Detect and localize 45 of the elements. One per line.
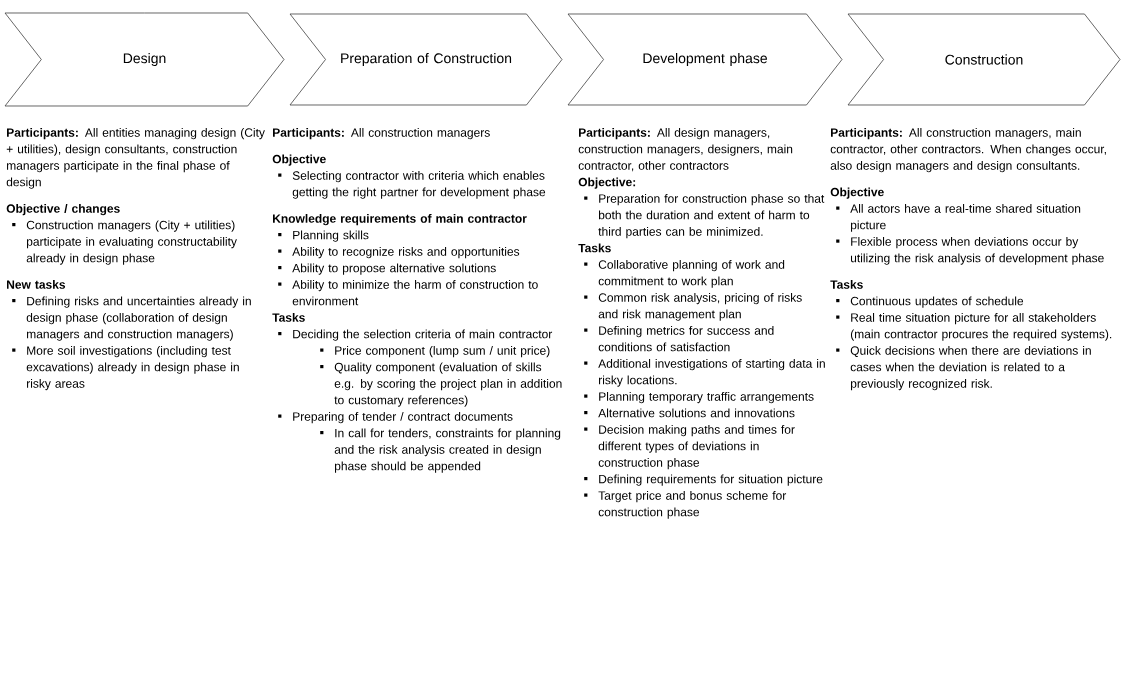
bullet-item: Alternative solutions and innovations	[584, 408, 795, 418]
bullet-item: Flexible process when deviations occur by utilizing the risk analysis of development phase	[836, 237, 1104, 265]
sub-bullet-item: In call for tenders, constraints for planning and the risk analysis created in design phase should be appended	[320, 428, 561, 473]
bullet-item: Construction managers (City + utilities) participate in evaluating constructability already in design phase	[12, 220, 237, 265]
section-heading: Objective:	[578, 177, 636, 189]
section-heading: Objective / changes	[6, 204, 120, 216]
section-heading: Objective	[272, 154, 326, 166]
section-heading: Tasks	[830, 280, 863, 289]
bullet-item: Quick decisions when there are deviations in cases when the deviation is related to a previously recognized risk.	[836, 346, 1091, 391]
section-heading: New tasks	[7, 280, 66, 289]
bullet-item: Preparing of tender / contract documents	[278, 412, 513, 424]
bullet-item: Common risk analysis, pricing of risks and risk management plan	[584, 293, 802, 321]
bullet-item: Defining metrics for success and conditions of satisfaction	[584, 326, 774, 352]
bullet-item: Real time situation picture for all stakeholders (main contractor procures the required systems).	[836, 313, 1112, 341]
bullet-item: All actors have a real-time shared situation picture	[836, 204, 1081, 232]
phase-banner: Preparation of Construction	[289, 13, 563, 106]
section-heading: Knowledge requirements of main contractor	[273, 214, 527, 226]
phase-banner: Construction	[847, 13, 1121, 106]
participants-text: Participants: All entities managing design (City + utilities), design consultants, construction managers participate in the final phase of design	[6, 128, 265, 189]
participants-text: Participants: All design managers, construction managers, designers, main contractor, other contractors	[578, 128, 793, 172]
bullet-item: Collaborative planning of work and commitment to work plan	[584, 260, 785, 288]
bullet-item: Preparation for construction phase so that both the duration and extent of harm to third parties can be minimized.	[584, 194, 825, 239]
phase-banner: Development phase	[567, 13, 843, 106]
bullet-item: Ability to propose alternative solutions	[278, 263, 496, 275]
bullet-item: Defining risks and uncertainties already in design phase (collaboration of design managers and construction managers)	[12, 296, 251, 341]
bullet-item: Continuous updates of schedule	[836, 296, 1024, 308]
sub-bullet-item: Price component (lump sum / unit price)	[320, 346, 550, 358]
sub-bullet-item: Quality component (evaluation of skills e.g. by scoring the project plan in addition to customary references)	[320, 362, 562, 407]
phase-banner: Design	[4, 12, 285, 107]
bullet-item: Deciding the selection criteria of main contractor	[278, 329, 553, 341]
bullet-item: Defining requirements for situation picture	[584, 474, 823, 486]
bullet-item: Ability to minimize the harm of construction to environment	[278, 280, 538, 306]
bullet-item: More soil investigations (including test excavations) already in design phase in risky areas	[12, 346, 239, 391]
section-heading: Tasks	[578, 243, 611, 253]
bullet-item: Ability to recognize risks and opportunities	[278, 247, 520, 259]
section-heading: Objective	[830, 187, 884, 199]
section-heading: Tasks	[272, 313, 305, 322]
bullet-item: Additional investigations of starting data in risky locations.	[584, 359, 825, 387]
bullet-item: Decision making paths and times for different types of deviations in construction phase	[584, 425, 795, 470]
bullet-item: Selecting contractor with criteria which enables getting the right partner for development phase	[278, 171, 546, 199]
bullet-item: Target price and bonus scheme for construction phase	[584, 491, 787, 519]
bullet-item: Planning skills	[278, 230, 369, 242]
bullet-item: Planning temporary traffic arrangements	[584, 392, 814, 404]
participants-text: Participants: All construction managers, main contractor, other contractors. When changes occur, also design managers and design consultants.	[830, 128, 1106, 173]
participants-text: Participants: All construction managers	[273, 128, 490, 140]
